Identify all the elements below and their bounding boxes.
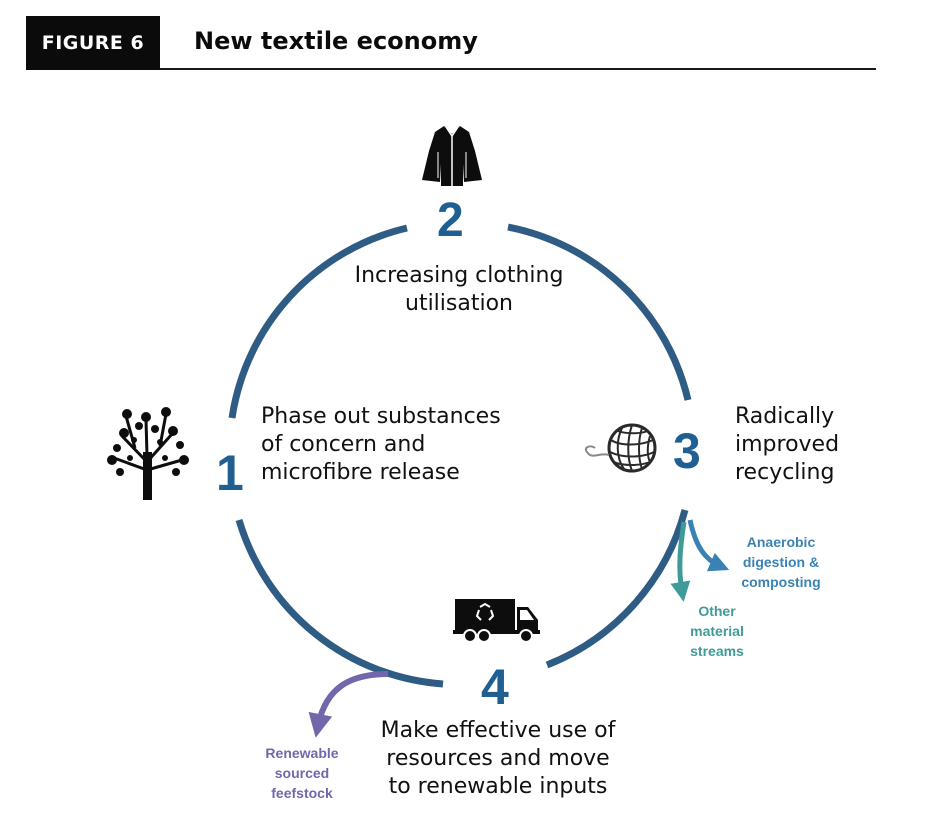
stage-4-text: Make effective use of resources and move… (370, 717, 626, 801)
cycle-arc-4-to-1 (235, 519, 444, 688)
stage-1-number: 1 (216, 445, 244, 501)
stage-4-line: resources and move (386, 746, 610, 771)
cycle-ring (228, 223, 692, 688)
renewable-line: sourced (274, 765, 330, 781)
renewable-line: feefstock (271, 785, 333, 801)
stage-1-line: Phase out substances (261, 404, 501, 429)
cycle-arc-1-to-2 (228, 224, 408, 419)
stage-1-text: Phase out substances of concern and micr… (261, 403, 501, 487)
anaerobic-line: composting (741, 574, 821, 590)
stage-3-line: Radically (735, 404, 835, 429)
jacket-icon (422, 126, 482, 186)
stage-2-text: Increasing clothing utilisation (346, 262, 572, 318)
tree-icon (107, 407, 189, 500)
figure-title: New textile economy (194, 27, 478, 55)
other-streams-flow-arrow (670, 521, 691, 602)
other-streams-line: material (690, 623, 744, 639)
yarn-ball-icon (584, 423, 657, 473)
renewable-line: Renewable (265, 745, 339, 761)
stage-2-line: Increasing clothing (354, 263, 564, 288)
anaerobic-label: Anaerobic digestion & composting (726, 532, 836, 592)
stage-1-line: of concern and (261, 432, 426, 457)
stage-4-number: 4 (481, 659, 509, 715)
stage-2-line: utilisation (405, 291, 513, 316)
anaerobic-line: Anaerobic (746, 534, 816, 550)
stage-3-text: Radically improved recycling (735, 403, 839, 487)
stage-2-number: 2 (437, 194, 464, 247)
cycle-arc-2-to-3 (507, 223, 692, 401)
figure-header: FIGURE 6 New textile economy (26, 16, 876, 70)
stage-1-line: microfibre release (261, 460, 460, 485)
stage-3-line: improved (735, 432, 840, 457)
stage-3-number: 3 (673, 423, 701, 479)
figure-badge: FIGURE 6 (26, 16, 160, 70)
other-streams-line: Other (698, 603, 736, 619)
stage-3-line: recycling (735, 460, 835, 485)
cycle-arc-3-to-4 (545, 509, 689, 669)
renewable-flow-arrow (308, 671, 389, 738)
renewable-label: Renewable sourced feefstock (253, 743, 351, 803)
other-streams-line: streams (690, 643, 744, 659)
anaerobic-flow-arrow (687, 519, 730, 572)
recycling-truck-icon (453, 599, 540, 643)
other-streams-label: Other material streams (673, 601, 761, 661)
anaerobic-line: digestion & (742, 554, 820, 570)
stage-4-line: Make effective use of (380, 718, 616, 743)
stage-4-line: to renewable inputs (388, 774, 608, 799)
